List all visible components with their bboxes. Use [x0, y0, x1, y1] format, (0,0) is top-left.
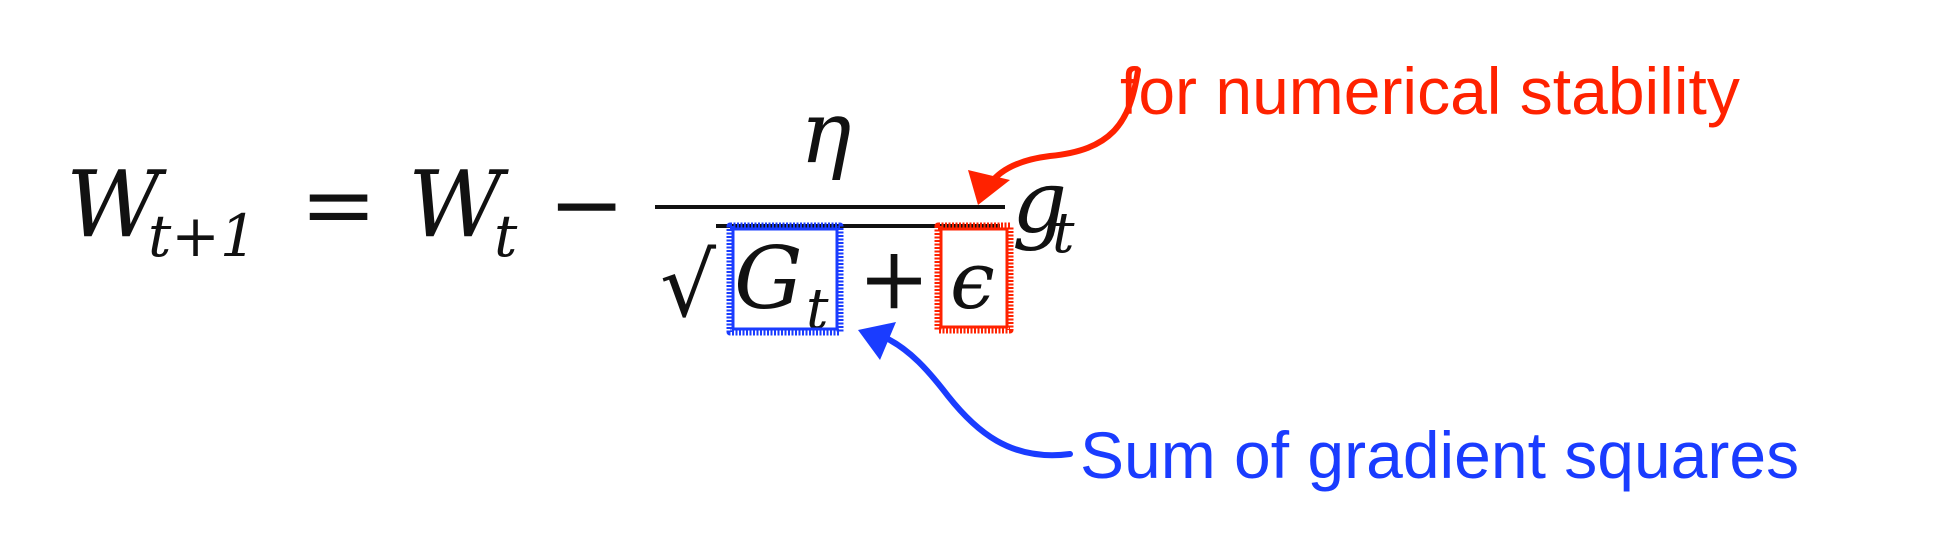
gradient-subscript: t: [1052, 201, 1075, 266]
epsilon-term: ϵ: [950, 234, 995, 327]
sqrt-sign: √: [660, 234, 717, 337]
rhs-variable: W: [408, 151, 509, 258]
epsilon-note-label: for numerical stability: [1120, 54, 1740, 128]
lhs-variable: W: [66, 151, 167, 258]
minus-sign: −: [548, 151, 625, 258]
epsilon-arrowhead-icon: [968, 170, 1010, 205]
gradient-sum-variable: G: [734, 229, 803, 329]
gradient-sum-highlight-box: [726, 222, 844, 336]
gradient-term: g: [1012, 153, 1067, 253]
epsilon-highlight-box: [934, 222, 1014, 334]
gradient-sum-subscript: t: [806, 277, 829, 342]
rhs-subscript: t: [494, 202, 518, 270]
gradient-note-arrow: [858, 322, 1073, 459]
plus-sign: +: [858, 229, 930, 329]
lhs-subscript: t+1: [148, 202, 257, 270]
epsilon-note-arrow: [968, 67, 1141, 205]
equals-sign: =: [300, 151, 377, 258]
gradient-arrowhead-icon: [858, 322, 896, 360]
gradient-note-label: Sum of gradient squares: [1080, 418, 1799, 492]
learning-rate-numerator: η: [800, 83, 852, 183]
